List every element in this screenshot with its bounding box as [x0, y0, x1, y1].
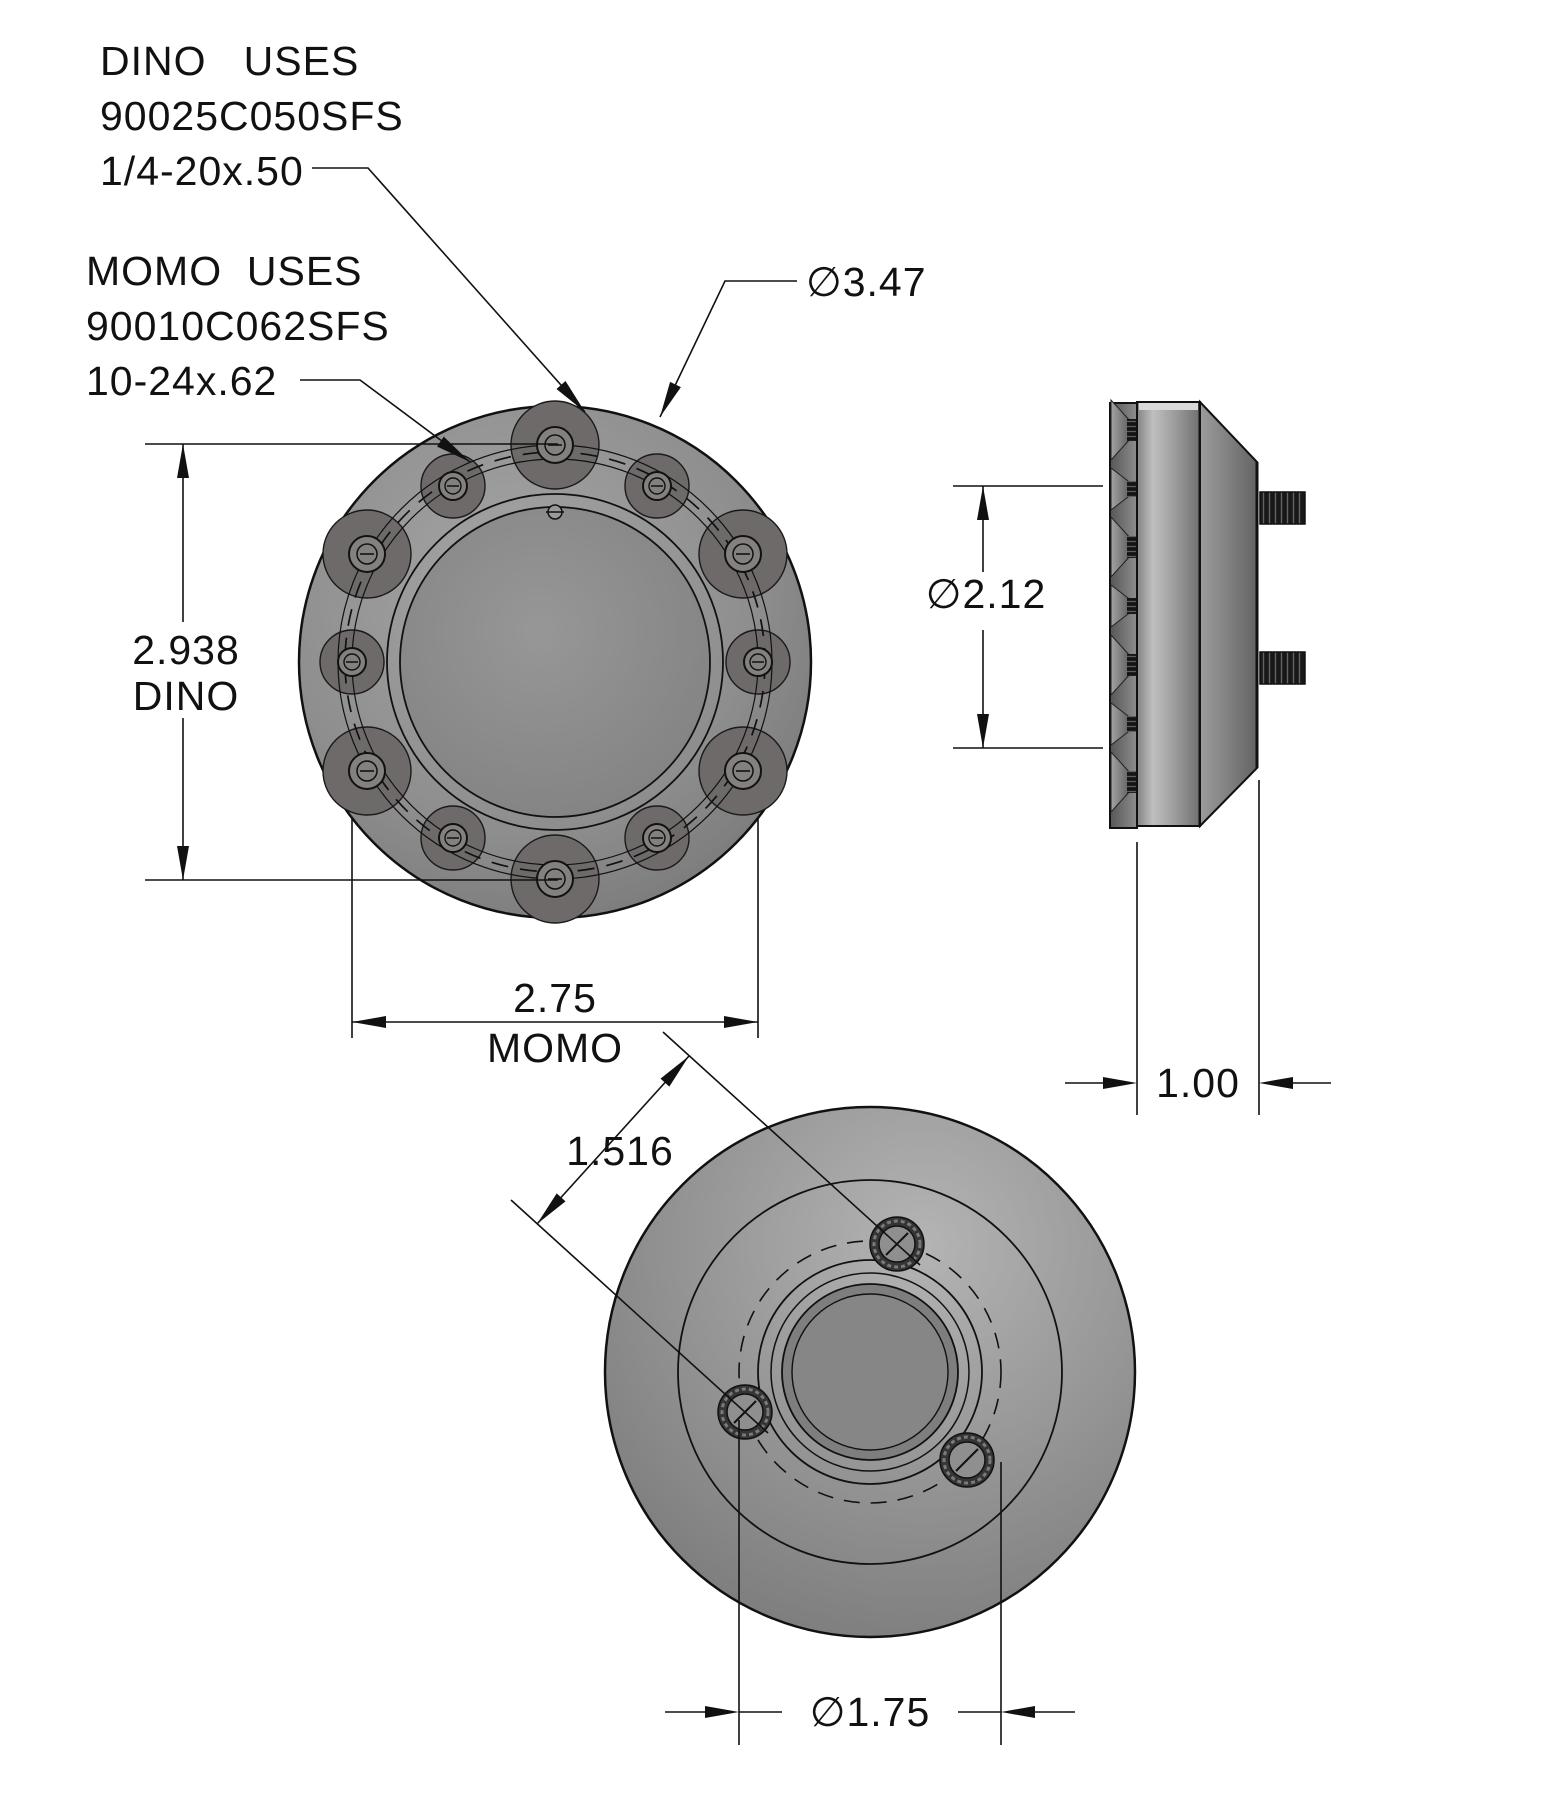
dimension-momo-bolt-circle: 2.75 MOMO — [351, 818, 759, 1071]
dim-dino-label: DINO — [133, 673, 240, 719]
back-boss-outer — [757, 1259, 983, 1485]
dim-thickness: 1.00 — [1156, 1060, 1240, 1106]
front-view: 2.938 DINO 2.75 MOMO ∅3.47 — [132, 167, 927, 1071]
dimension-dino-bolt-circle: 2.938 DINO — [132, 443, 558, 881]
leader-momo-note — [300, 379, 471, 463]
back-view: 1.516 ∅1.75 — [510, 1031, 1137, 1745]
dimension-stud-circle: ∅1.75 — [665, 1420, 1075, 1745]
dim-momo-value: 2.75 — [513, 975, 597, 1021]
stud-bolt-circle-centerline — [738, 1240, 1002, 1504]
note-momo-line2: 90010C062SFS — [86, 303, 390, 349]
back-step-edge — [677, 1179, 1063, 1565]
dim-hub-diameter: ∅2.12 — [926, 571, 1047, 617]
side-stud-top — [1259, 491, 1306, 525]
side-hub-body — [1136, 401, 1201, 827]
note-momo-line3: 10-24x.62 — [86, 358, 277, 404]
back-stud-lower-right — [939, 1432, 995, 1488]
countersink-threads — [1127, 419, 1138, 793]
note-dino-line3: 1/4-20x.50 — [100, 148, 304, 194]
leader-outer-diameter: ∅3.47 — [659, 259, 927, 418]
side-stud-bottom — [1259, 651, 1306, 685]
note-dino: DINO USES 90025C050SFS 1/4-20x.50 — [100, 38, 404, 194]
side-rear-boss — [1199, 399, 1258, 829]
note-dino-line1: DINO USES — [100, 38, 359, 84]
dim-stud-spacing: 1.516 — [566, 1128, 674, 1174]
note-dino-line2: 90025C050SFS — [100, 93, 404, 139]
countersink-profiles — [1110, 398, 1133, 814]
leader-dino-note — [312, 167, 586, 413]
dim-dino-value: 2.938 — [132, 627, 240, 673]
dim-momo-label: MOMO — [487, 1025, 623, 1071]
dimension-thickness: 1.00 — [1065, 780, 1331, 1115]
side-hub-body-top-face — [1139, 403, 1198, 410]
dino-screw-details — [348, 426, 762, 898]
front-boss-edge-outer — [386, 493, 724, 831]
back-boss-inner — [770, 1272, 970, 1472]
dimension-hub-diameter: ∅2.12 — [926, 485, 1103, 749]
note-momo-line1: MOMO USES — [86, 248, 363, 294]
front-center-recess — [399, 506, 711, 818]
dimension-stud-spacing: 1.516 — [510, 1031, 921, 1434]
side-view: ∅2.12 1.00 — [926, 398, 1331, 1115]
back-bore-inner — [791, 1293, 949, 1451]
dim-stud-circle-diameter: ∅1.75 — [810, 1689, 931, 1735]
dim-outer-diameter: ∅3.47 — [806, 259, 927, 305]
note-momo: MOMO USES 90010C062SFS 10-24x.62 — [86, 248, 390, 404]
momo-screw-details — [337, 471, 773, 853]
